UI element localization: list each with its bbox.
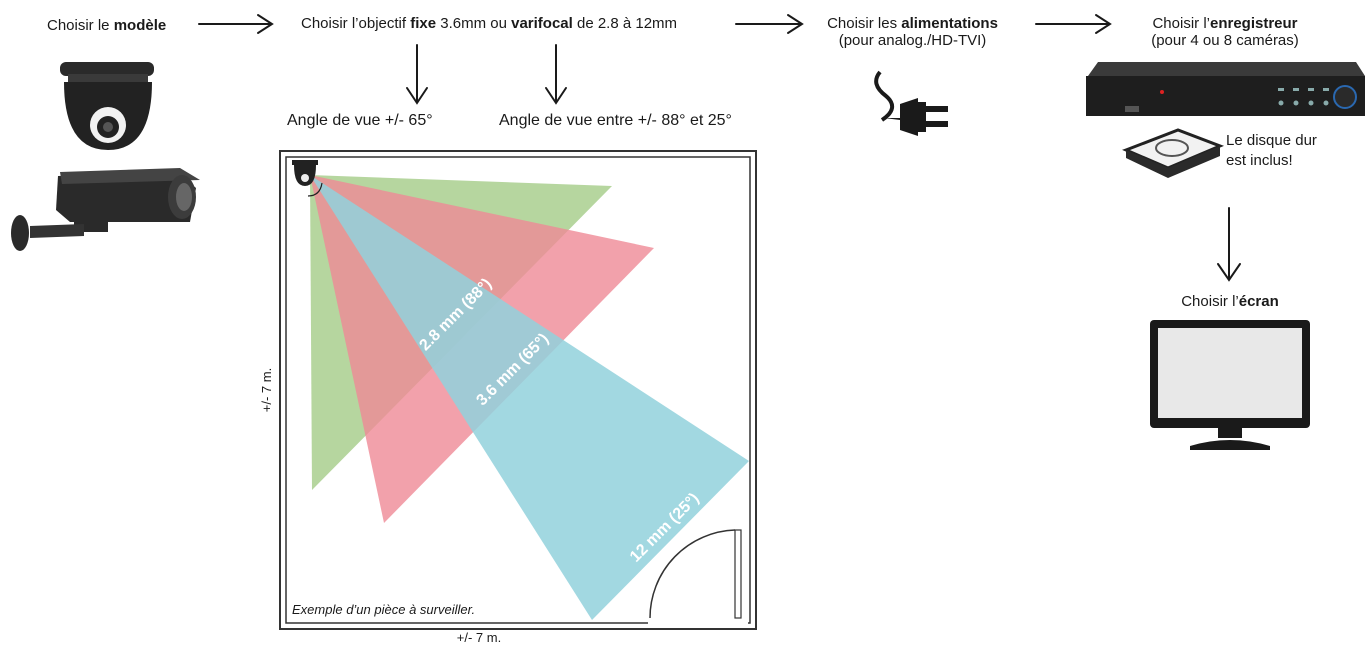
disk-note-line1: Le disque dur <box>1226 132 1317 149</box>
angle-fixed-label: Angle de vue +/- 65° <box>287 112 433 129</box>
step-recorder: Choisir l’enregistreur (pour 4 ou 8 camé… <box>1125 15 1325 49</box>
step-recorder-subtitle: (pour 4 ou 8 caméras) <box>1151 32 1299 49</box>
room-plan: +/- 7 m. +/- 7 m. Exemple d’un pièce à s… <box>259 150 757 645</box>
hard-disk-icon <box>1122 128 1225 178</box>
dome-camera-icon <box>60 62 154 150</box>
power-plug-icon <box>874 70 948 136</box>
door <box>648 529 748 626</box>
cone-12mm <box>310 175 749 620</box>
room-height-label: +/- 7 m. <box>259 368 274 412</box>
step-screen-text: Choisir l’ <box>1181 293 1239 310</box>
step-power-subtitle: (pour analog./HD-TVI) <box>838 32 987 49</box>
arrow-lens-to-power <box>735 14 804 34</box>
step-model-bold: modèle <box>113 17 167 34</box>
step-lens: Choisir l’objectif fixe 3.6mm ou varifoc… <box>301 15 677 32</box>
step-lens-text: Choisir l’objectif <box>301 15 411 32</box>
arrow-lens-varifocal-down <box>545 44 567 105</box>
arrow-model-to-lens <box>198 14 274 34</box>
step-recorder-text: Choisir l’ <box>1152 15 1210 32</box>
step-screen: Choisir l’écran <box>1160 293 1300 310</box>
monitor-icon <box>1150 320 1310 450</box>
disk-note-line2: est inclus! <box>1226 152 1293 169</box>
disk-note: Le disque dur est inclus! <box>1226 131 1317 171</box>
step-recorder-bold: enregistreur <box>1209 15 1298 32</box>
arrow-recorder-to-screen <box>1217 207 1241 282</box>
step-model: Choisir le modèle <box>47 17 166 34</box>
step-power-bold: alimentations <box>901 15 998 32</box>
room-width-label: +/- 7 m. <box>457 630 501 645</box>
step-model-text: Choisir le <box>47 17 114 34</box>
room-caption: Exemple d’un pièce à surveiller. <box>292 602 475 617</box>
step-lens-bold-fixed: fixe <box>410 15 437 32</box>
step-power: Choisir les alimentations (pour analog./… <box>815 15 1010 49</box>
step-screen-bold: écran <box>1238 293 1279 310</box>
step-lens-post: de 2.8 à 12mm <box>572 15 678 32</box>
dvr-recorder-icon <box>1086 62 1365 116</box>
step-power-text: Choisir les <box>827 15 902 32</box>
step-lens-bold-varifocal: varifocal <box>511 15 573 32</box>
bullet-camera-icon <box>11 168 200 251</box>
step-lens-mid: 3.6mm ou <box>436 15 512 32</box>
arrow-power-to-recorder <box>1035 14 1112 34</box>
room-camera-icon <box>292 160 323 197</box>
angle-varifocal-label: Angle de vue entre +/- 88° et 25° <box>499 112 732 129</box>
arrow-lens-fixed-down <box>406 44 428 105</box>
